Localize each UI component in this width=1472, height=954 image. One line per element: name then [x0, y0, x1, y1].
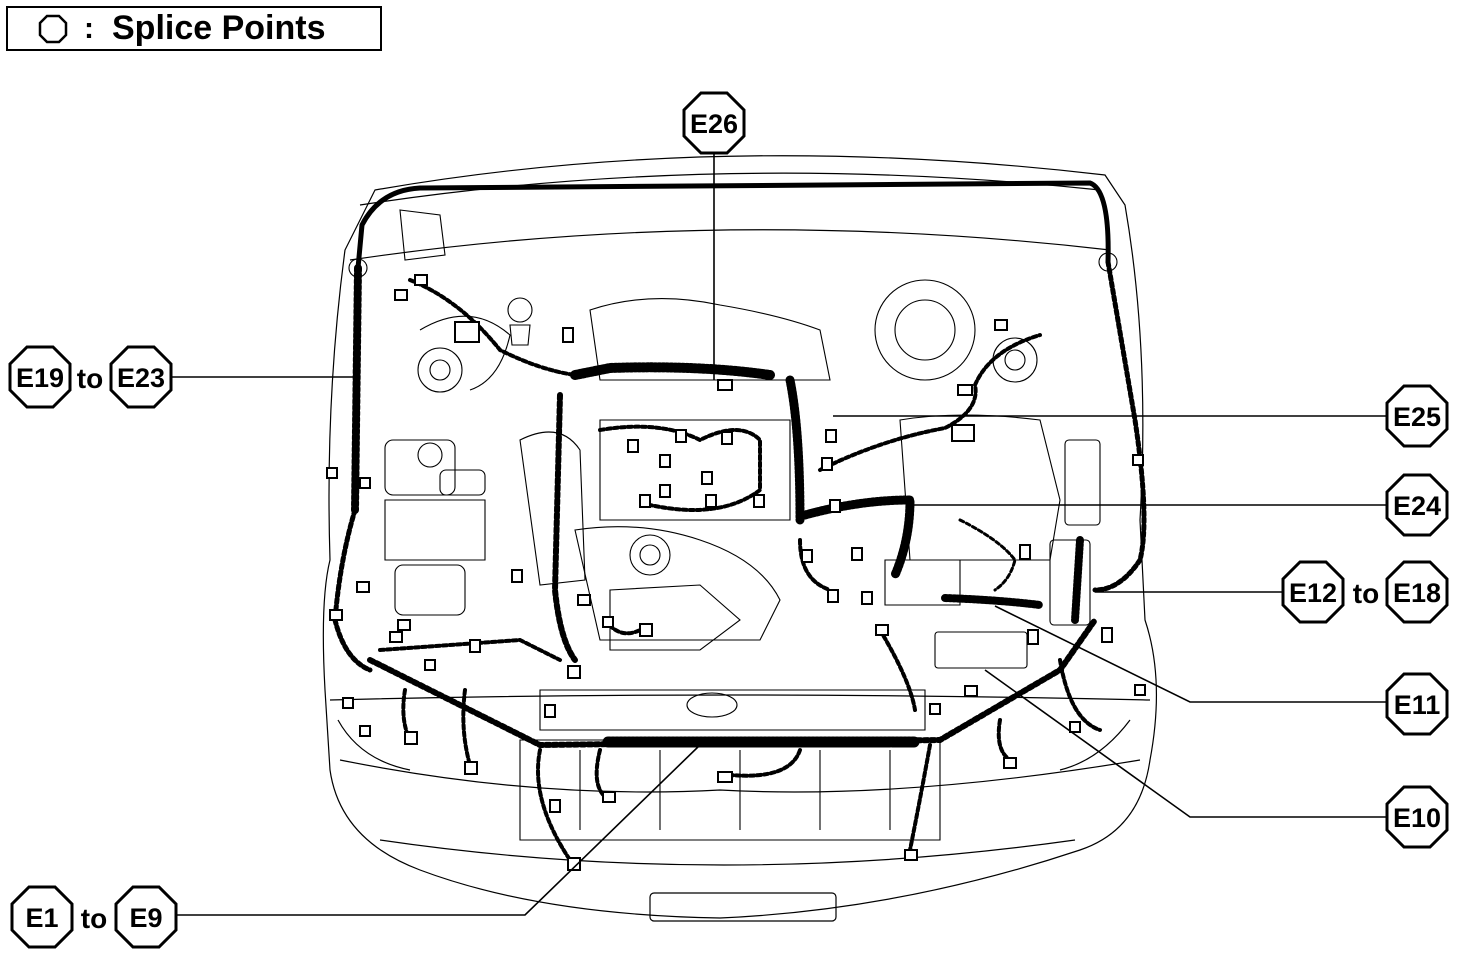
engine-components [348, 209, 1118, 841]
legend-box: : Splice Points [6, 6, 382, 51]
callout-e1-label: E1 [25, 903, 58, 933]
callout-to-word: to [81, 903, 107, 934]
leader-e10 [984, 669, 1387, 818]
callout-e11: E11 [1385, 672, 1449, 736]
legend-colon: : [84, 11, 94, 45]
svg-text:E10: E10 [1393, 803, 1441, 833]
callout-e19-to-e23: E19 to E23 [8, 345, 173, 409]
callout-e19-label: E19 [16, 363, 64, 393]
leader-lines [170, 152, 1388, 916]
svg-text:E26: E26 [690, 109, 738, 139]
svg-text:E24: E24 [1393, 491, 1441, 521]
callout-e9-label: E9 [129, 903, 162, 933]
callout-e23-label: E23 [117, 363, 165, 393]
legend-label: Splice Points [112, 9, 326, 47]
callout-to-word: to [77, 363, 103, 394]
connectors [326, 274, 1146, 871]
leader-e11 [994, 605, 1387, 703]
svg-text:E25: E25 [1393, 402, 1441, 432]
callout-e10: E10 [1385, 785, 1449, 849]
callout-e12-to-e18: E12 to E18 [1281, 560, 1449, 624]
callout-e25: E25 [1385, 384, 1449, 448]
callout-e24: E24 [1385, 473, 1449, 537]
callout-e12-label: E12 [1289, 578, 1337, 608]
callout-e18-label: E18 [1393, 578, 1441, 608]
svg-text:E11: E11 [1394, 690, 1441, 720]
leader-e1-e9 [175, 744, 701, 916]
callout-to-word: to [1353, 578, 1379, 609]
circle-icon [38, 14, 68, 43]
callout-e1-to-e9: E1 to E9 [10, 885, 178, 949]
callout-e26: E26 [682, 91, 746, 155]
